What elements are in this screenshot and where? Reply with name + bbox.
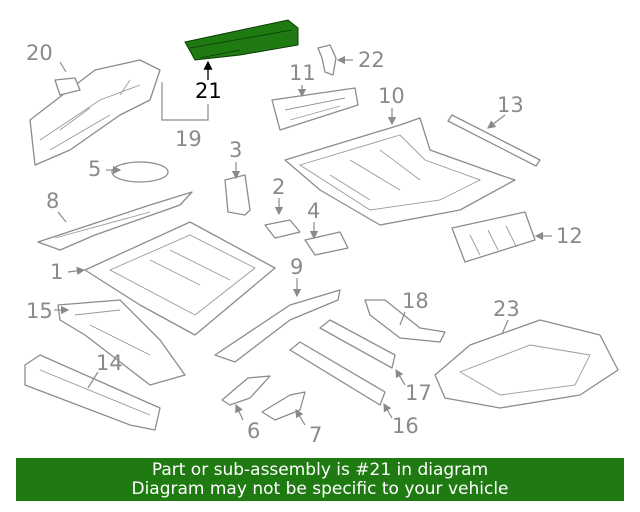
callout-5: 5 (88, 157, 101, 181)
callout-11: 11 (289, 61, 316, 85)
part-12-panel[interactable] (451, 211, 536, 263)
callout-4: 4 (307, 199, 320, 223)
part-21-highlighted-member[interactable] (184, 19, 299, 61)
callout-7: 7 (309, 423, 322, 447)
leader-13 (487, 114, 506, 129)
callout-19: 19 (175, 127, 202, 151)
part-15-member[interactable] (57, 299, 186, 386)
callout-8: 8 (46, 189, 59, 213)
part-14-member[interactable] (24, 354, 161, 431)
leader-14 (87, 371, 99, 389)
callout-20: 20 (26, 41, 53, 65)
callout-21: 21 (195, 79, 222, 103)
part-16-crossmember[interactable] (289, 341, 386, 406)
part-1-front-floor[interactable] (84, 221, 276, 336)
part-17-crossmember[interactable] (319, 319, 396, 369)
part-2-bracket[interactable] (264, 219, 301, 239)
callout-9: 9 (290, 255, 303, 279)
part-11-crossmember[interactable] (271, 87, 359, 131)
callout-17: 17 (405, 381, 432, 405)
callout-18: 18 (402, 289, 429, 313)
leader-6 (235, 403, 244, 421)
callout-15: 15 (26, 299, 53, 323)
callout-1: 1 (50, 260, 63, 284)
part-9-sill[interactable] (214, 289, 341, 363)
leader-7 (295, 408, 306, 426)
part-13-rod[interactable] (447, 114, 541, 167)
callout-13: 13 (497, 93, 524, 117)
part-18-bracket[interactable] (364, 299, 446, 343)
banner-line-2: Diagram may not be specific to your vehi… (131, 478, 509, 499)
part-7-bracket[interactable] (261, 391, 306, 421)
leader-17 (395, 368, 406, 386)
part-10-rear-floor[interactable] (284, 117, 516, 226)
leader-18 (399, 311, 406, 326)
callout-3: 3 (229, 138, 242, 162)
part-23-undercover[interactable] (434, 319, 619, 409)
callout-16: 16 (392, 414, 419, 438)
leader-19 (161, 82, 209, 121)
leader-1 (67, 266, 86, 276)
leader-20 (59, 61, 67, 73)
part-20-side-member[interactable] (29, 59, 161, 166)
callout-22: 22 (358, 48, 385, 72)
callout-2: 2 (272, 175, 285, 199)
part-5-plug[interactable] (111, 161, 169, 183)
part-8-panel[interactable] (37, 191, 193, 251)
banner-line-1: Part or sub-assembly is #21 in diagram (151, 459, 489, 480)
callout-6: 6 (247, 419, 260, 443)
info-banner: Part or sub-assembly is #21 in diagram D… (16, 458, 624, 501)
part-4-bracket[interactable] (304, 231, 349, 256)
leader-16 (383, 402, 393, 419)
part-22-bracket[interactable] (317, 44, 337, 76)
exploded-view-drawing: 20 22 11 10 13 21 19 3 2 5 8 4 12 1 9 15… (24, 19, 619, 447)
part-6-bracket[interactable] (221, 375, 271, 406)
callout-12: 12 (556, 224, 583, 248)
callout-14: 14 (96, 351, 123, 375)
part-3-bracket[interactable] (224, 174, 251, 216)
callout-23: 23 (493, 297, 520, 321)
callout-10: 10 (378, 84, 405, 108)
leader-23 (501, 319, 509, 335)
leader-8 (57, 211, 67, 223)
